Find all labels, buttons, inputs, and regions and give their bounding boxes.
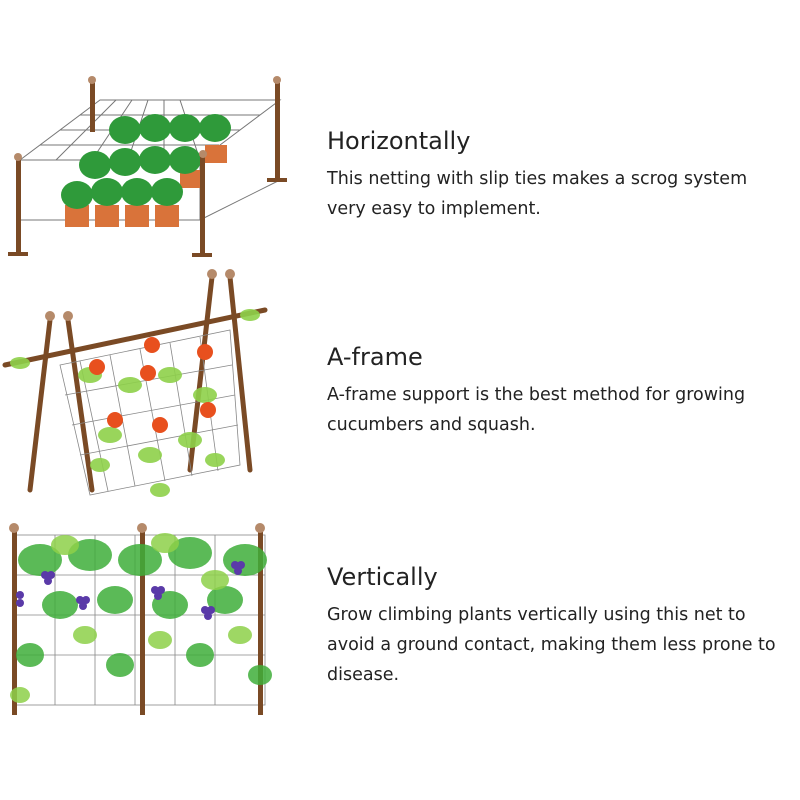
- section-horizontally: Horizontally This netting with slip ties…: [327, 126, 797, 224]
- section-title: Horizontally: [327, 127, 471, 155]
- a-frame-illustration: [2, 269, 268, 497]
- section-title: Vertically: [327, 563, 438, 591]
- horizontal-netting-illustration: [8, 76, 287, 257]
- section-description: A-frame support is the best method for g…: [327, 385, 746, 435]
- vertical-trellis-illustration: [9, 523, 272, 715]
- section-a-frame: A-frame A-frame support is the best meth…: [327, 342, 797, 440]
- section-description: Grow climbing plants vertically using th…: [327, 605, 776, 685]
- section-title: A-frame: [327, 343, 423, 371]
- section-description: This netting with slip ties makes a scro…: [327, 169, 748, 219]
- section-vertically: Vertically Grow climbing plants vertical…: [327, 562, 797, 690]
